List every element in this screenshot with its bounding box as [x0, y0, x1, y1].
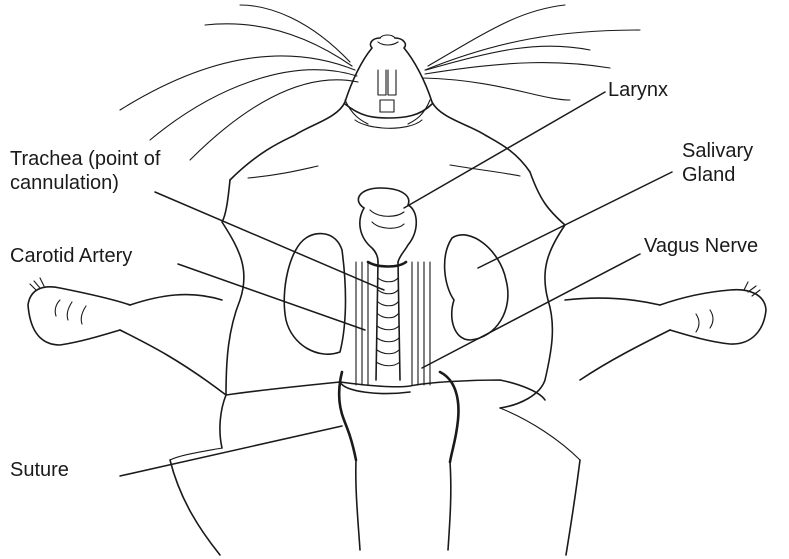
lower-body: [170, 372, 580, 550]
label-carotid-artery: Carotid Artery: [10, 244, 132, 268]
leader-salivary: [478, 172, 672, 268]
label-salivary-line2: Gland: [682, 163, 753, 187]
trachea-shape: [368, 262, 406, 380]
label-salivary-line1: Salivary: [682, 139, 753, 163]
larynx-shape: [358, 188, 416, 262]
leader-lines: [120, 92, 672, 476]
label-salivary-gland: Salivary Gland: [682, 139, 753, 187]
leader-trachea: [155, 192, 384, 290]
label-trachea-line2: cannulation): [10, 171, 160, 195]
skin-flaps: [220, 165, 565, 448]
lower-limbs: [170, 460, 580, 555]
whiskers-left: [120, 5, 358, 160]
leader-vagus: [422, 254, 640, 368]
label-vagus-nerve: Vagus Nerve: [644, 234, 758, 258]
label-trachea-line1: Trachea (point of: [10, 147, 160, 171]
carotid-vessels: [356, 262, 430, 385]
label-suture: Suture: [10, 458, 69, 482]
left-paw: [28, 278, 226, 395]
leader-larynx: [404, 92, 605, 208]
label-trachea: Trachea (point of cannulation): [10, 147, 160, 195]
salivary-glands: [284, 234, 508, 355]
head: [230, 35, 530, 180]
label-larynx: Larynx: [608, 78, 668, 102]
right-paw: [565, 282, 766, 380]
leader-suture: [120, 426, 342, 476]
